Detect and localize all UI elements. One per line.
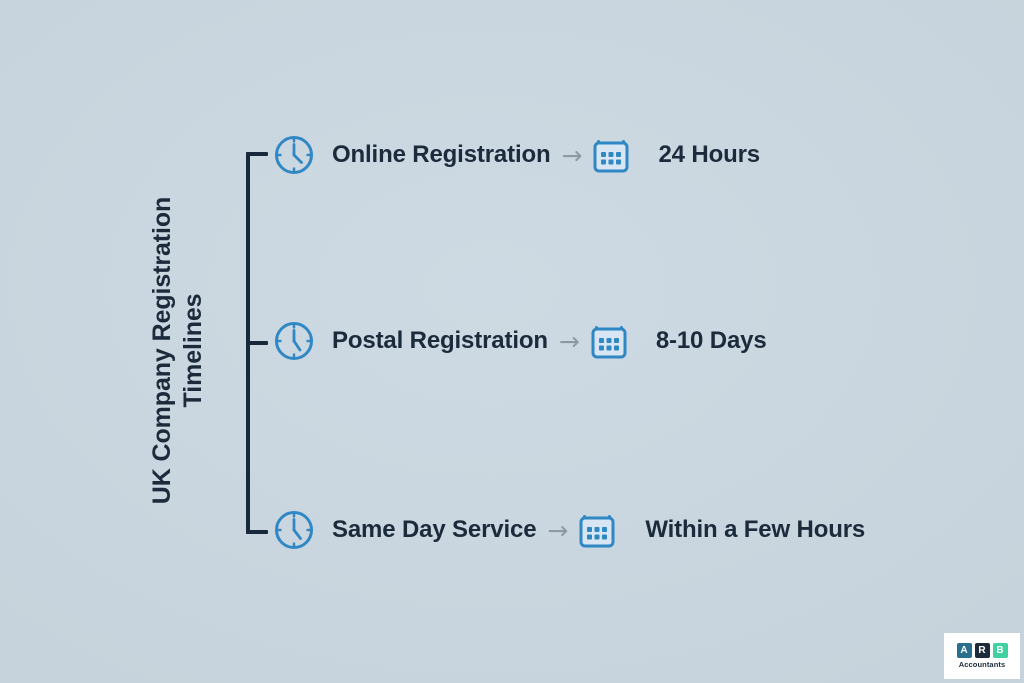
page-title-line-1: UK Company Registration <box>148 196 177 504</box>
arrow-right-icon: → <box>558 326 580 356</box>
arrow-right-icon: → <box>561 140 583 170</box>
clock-icon <box>272 319 316 363</box>
calendar-icon <box>589 321 629 361</box>
timeline-row-value: Within a Few Hours <box>645 516 866 543</box>
bracket-tick-top <box>246 152 268 156</box>
logo-letter-b: B <box>992 643 1008 658</box>
page-title: UK Company Registration Timelines <box>118 155 238 545</box>
clock-icon <box>272 508 316 552</box>
bracket-tick-middle <box>246 341 268 345</box>
timeline-row: Online Registration → 24 Hours <box>272 131 760 179</box>
bracket-tick-bottom <box>246 530 268 534</box>
timeline-row: Same Day Service → Within a Few Hours <box>272 506 865 554</box>
bracket-connector <box>246 152 282 534</box>
timeline-row-label: Postal Registration <box>332 327 548 354</box>
timeline-row: Postal Registration → 8-10 Days <box>272 317 767 365</box>
calendar-icon <box>591 135 631 175</box>
page-title-line-2: Timelines <box>179 293 207 407</box>
timeline-row-value: 8-10 Days <box>655 327 767 354</box>
clock-icon <box>272 133 316 177</box>
arrow-right-icon: → <box>547 515 569 545</box>
timeline-row-label: Online Registration <box>332 141 551 168</box>
logo-letter-group: A R B <box>956 643 1008 658</box>
brand-logo: A R B Accountants <box>944 633 1020 679</box>
logo-name: Accountants <box>958 660 1006 669</box>
calendar-icon <box>577 510 617 550</box>
logo-letter-a: A <box>956 643 972 658</box>
timeline-row-value: 24 Hours <box>658 141 760 168</box>
timeline-row-label: Same Day Service <box>332 516 537 543</box>
logo-letter-r: R <box>974 643 990 658</box>
